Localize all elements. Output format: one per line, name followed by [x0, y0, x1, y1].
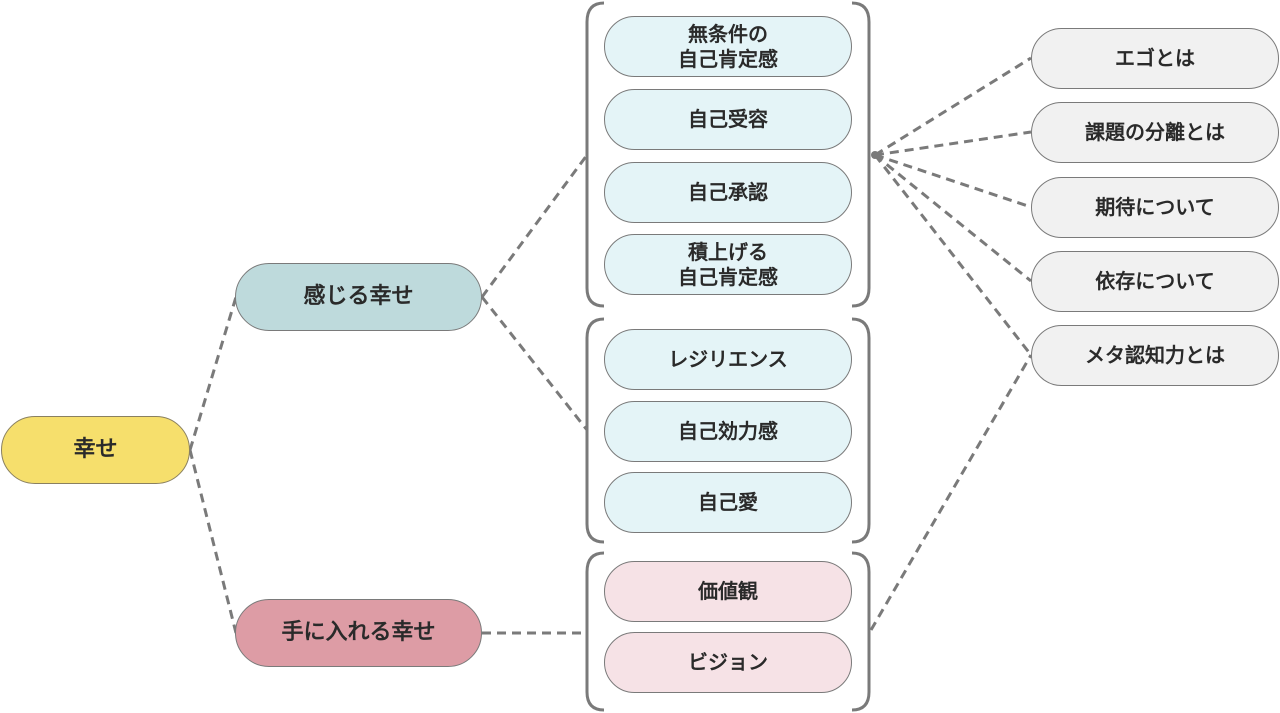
leaf-node[interactable]: 自己効力感	[604, 401, 852, 462]
bracket-group1-right	[851, 1, 871, 308]
connector-feel-to-group1	[480, 154, 589, 298]
connector-hub-to-topic2	[874, 130, 1032, 157]
leaf-node[interactable]: 無条件の 自己肯定感	[604, 16, 852, 77]
hub-dot	[871, 151, 879, 159]
topic-node[interactable]: 依存について	[1031, 251, 1279, 312]
leaf-node[interactable]: 積上げる 自己肯定感	[604, 234, 852, 295]
leaf-node[interactable]: レジリエンス	[604, 329, 852, 390]
connector-root-to-get	[188, 449, 238, 634]
branch-node-get[interactable]: 手に入れる幸せ	[235, 599, 482, 667]
connector-root-to-feel	[188, 296, 238, 451]
topic-node[interactable]: エゴとは	[1031, 28, 1279, 89]
bracket-group2-left	[585, 317, 605, 544]
bracket-group3-right	[851, 551, 871, 712]
leaf-node[interactable]: 自己愛	[604, 472, 852, 533]
connector-feel-to-group2	[480, 296, 589, 431]
branch-node-feel[interactable]: 感じる幸せ	[235, 263, 482, 331]
leaf-node[interactable]: 自己承認	[604, 162, 852, 223]
topic-node[interactable]: 期待について	[1031, 177, 1279, 238]
bracket-group2-right	[851, 317, 871, 544]
leaf-node[interactable]: 価値観	[604, 561, 852, 622]
topic-node[interactable]: メタ認知力とは	[1031, 325, 1279, 386]
connector-hub-to-topic5	[873, 154, 1033, 356]
root-node[interactable]: 幸せ	[1, 416, 190, 484]
connector-hub-to-topic4	[874, 153, 1032, 283]
connector-group3-to-topic5	[869, 354, 1033, 631]
leaf-node[interactable]: 自己受容	[604, 89, 852, 150]
bracket-group3-left	[585, 551, 605, 712]
bracket-group1-left	[585, 1, 605, 308]
topic-node[interactable]: 課題の分離とは	[1031, 102, 1279, 163]
connector-hub-to-topic3	[874, 153, 1032, 209]
connector-hub-to-topic1	[874, 56, 1032, 157]
leaf-node[interactable]: ビジョン	[604, 632, 852, 693]
